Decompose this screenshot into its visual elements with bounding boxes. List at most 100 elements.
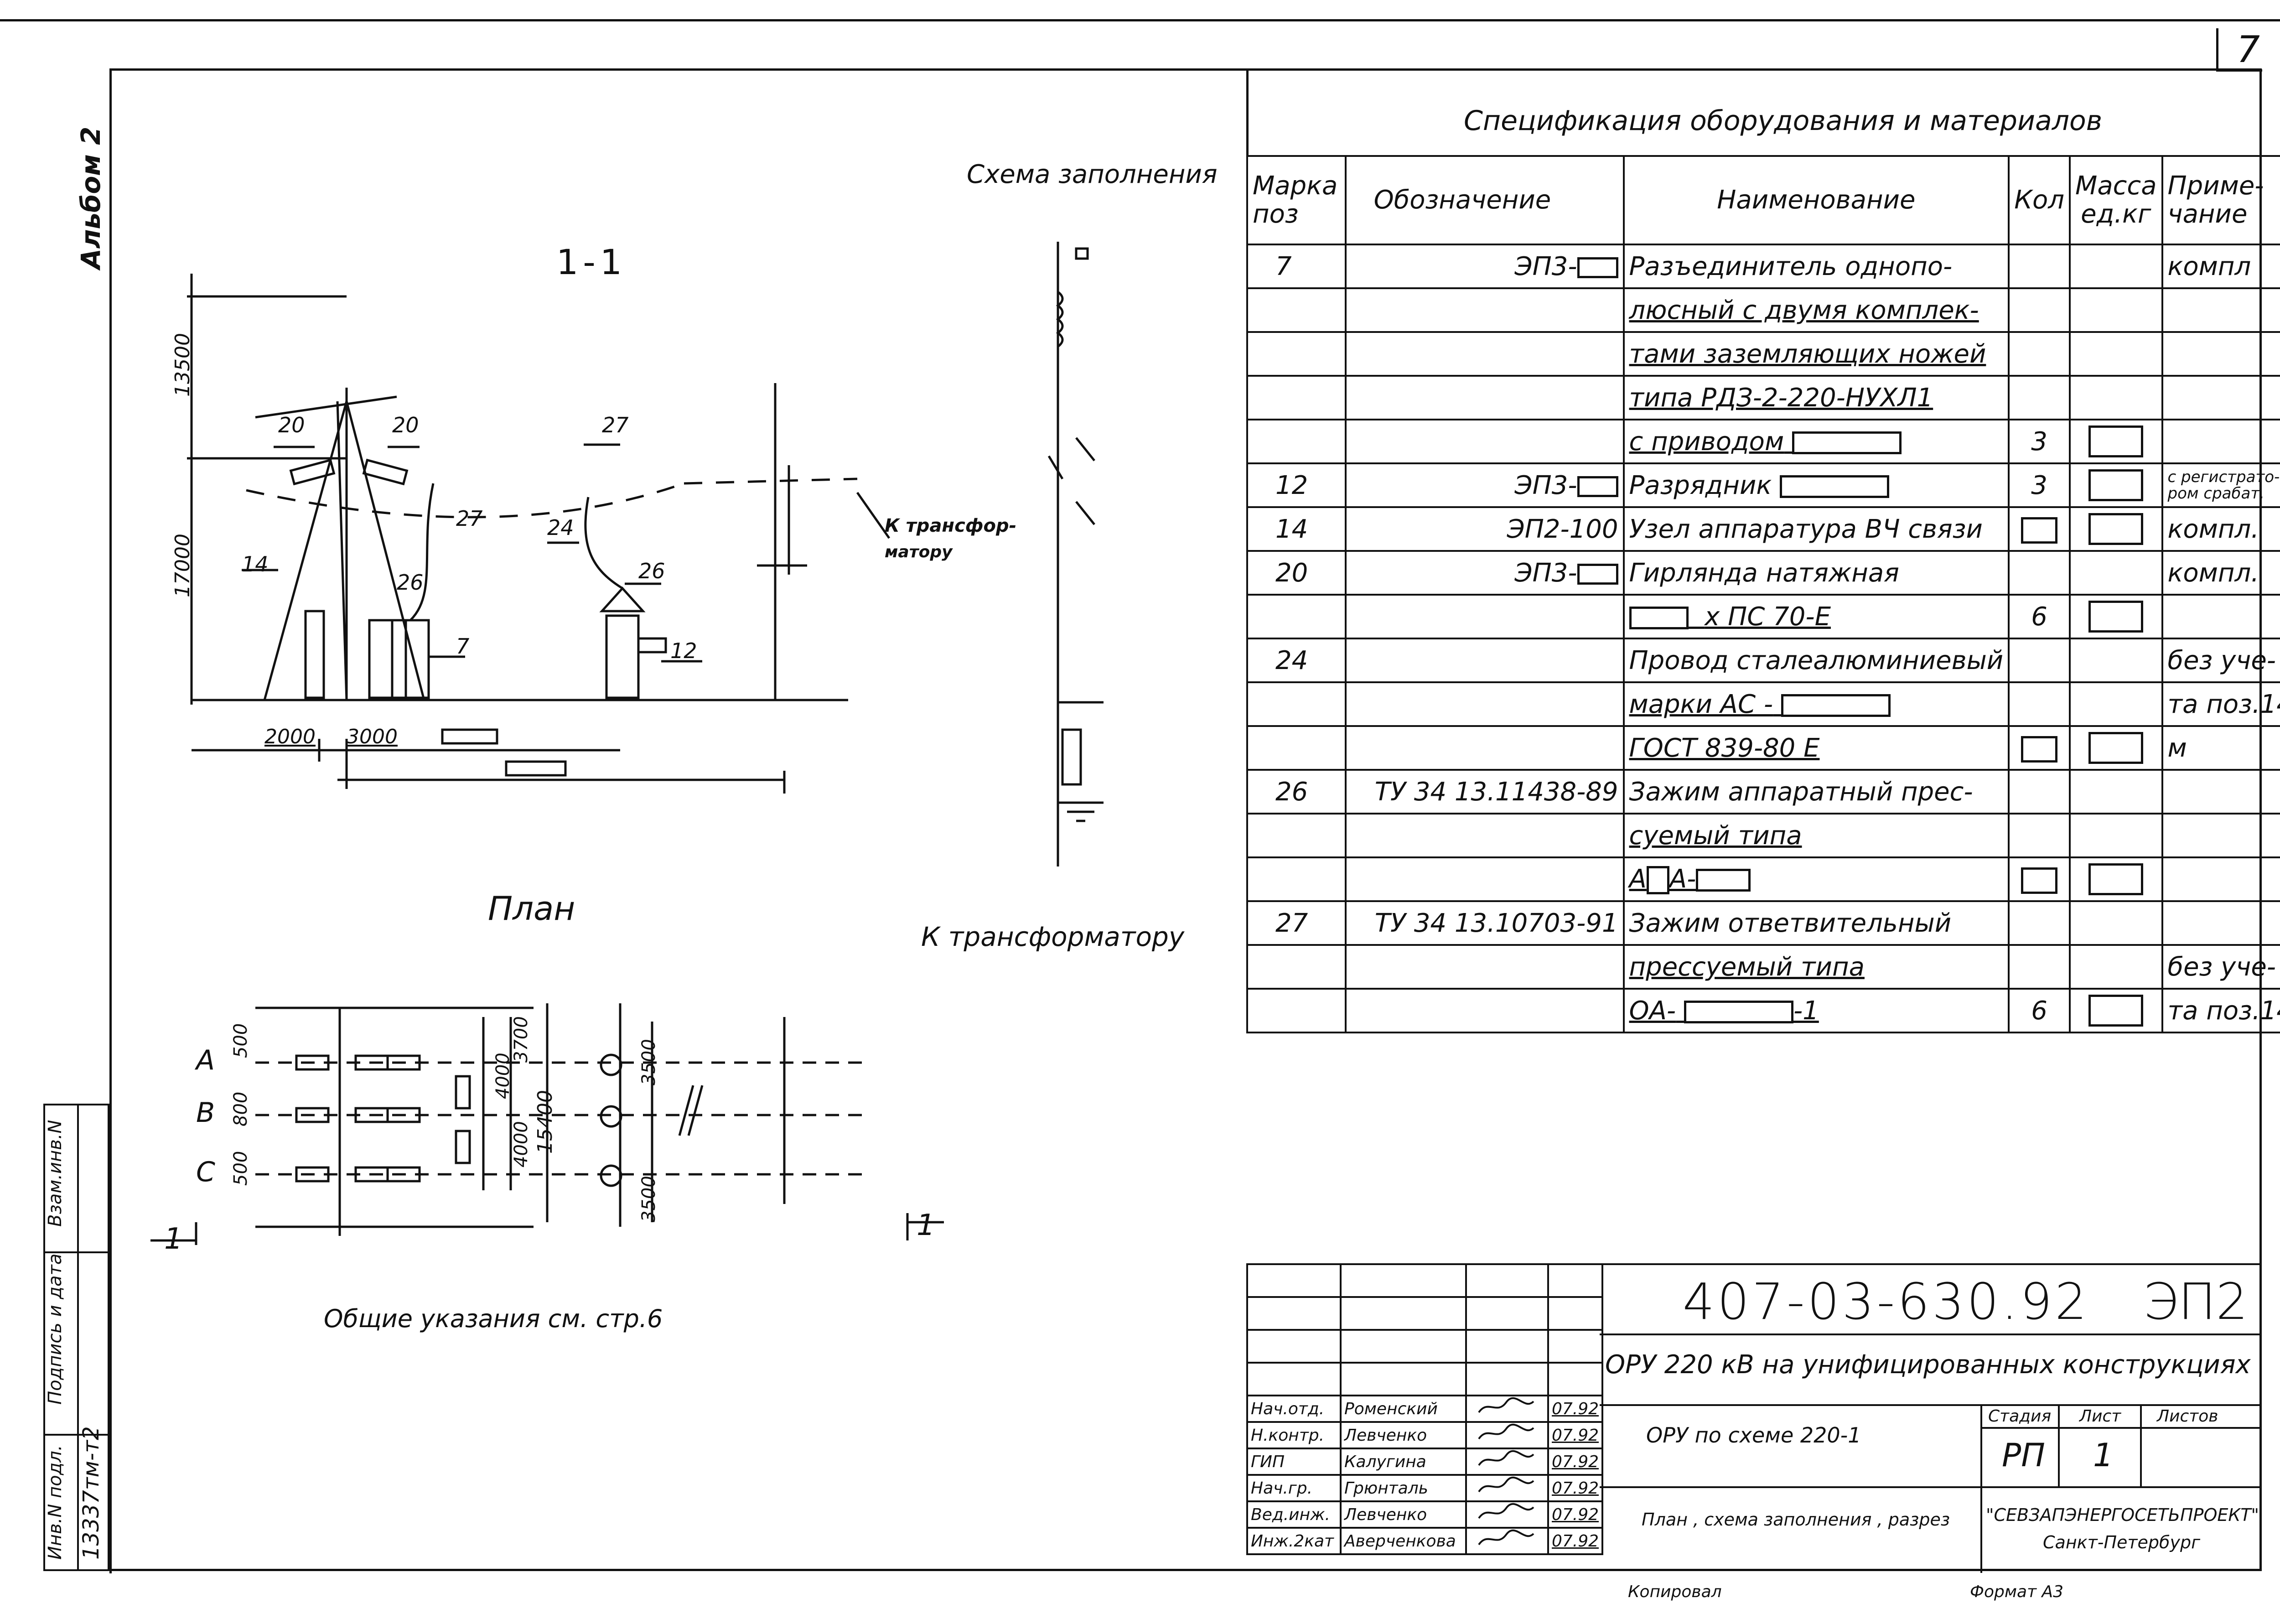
pos-26-right: 26 (638, 559, 665, 583)
spec-mass (2069, 244, 2163, 289)
spec-note (2161, 419, 2280, 464)
spec-qty (2008, 244, 2071, 289)
dim-800: 800 (230, 1091, 251, 1126)
cut-mark-left: 1 (164, 1222, 183, 1256)
staff-date: 07.92 (1547, 1421, 1604, 1449)
spec-mark (1246, 419, 1347, 464)
spec-qty (2008, 813, 2071, 858)
page-number-box (2216, 28, 2262, 72)
doc-number: 407-03-630.92 (1683, 1272, 2090, 1331)
spec-qty (2008, 856, 2071, 902)
spec-qty (2008, 375, 2071, 420)
spec-mass (2069, 856, 2163, 902)
sheet-label: Лист (2079, 1407, 2121, 1426)
spec-mass (2069, 944, 2163, 990)
spec-qty (2008, 331, 2071, 377)
tb-cell (1246, 1362, 1342, 1396)
spec-row: люсный с двумя комплек- (1246, 287, 2280, 333)
spec-frame-top (1246, 68, 1249, 155)
tb-cell (1340, 1329, 1467, 1364)
spec-designation (1344, 813, 1625, 858)
spec-note: с регистрато-ром срабат. (2161, 462, 2280, 508)
spec-designation (1344, 638, 1625, 683)
staff-signature (1465, 1474, 1549, 1502)
spec-note: без уче- (2161, 944, 2280, 990)
spec-row: марки АС - та поз.14 (1246, 681, 2280, 727)
spec-mass (2069, 725, 2163, 771)
spec-designation (1344, 725, 1625, 771)
spec-row: суемый типа (1246, 813, 2280, 858)
tb-cell (1465, 1296, 1549, 1331)
spec-designation: ЭП2-100 (1344, 506, 1625, 552)
tb-cell (1547, 1329, 1604, 1364)
spec-note (2161, 287, 2280, 333)
spec-mark (1246, 375, 1347, 420)
dim-3000: 3000 (347, 725, 398, 748)
staff-role: Н.контр. (1246, 1421, 1342, 1449)
plan-drawing (150, 1003, 944, 1245)
spec-qty (2008, 287, 2071, 333)
staff-signature (1465, 1500, 1549, 1529)
spec-name: Узел аппаратура ВЧ связи (1622, 506, 2010, 552)
inv-no-label: Инв.N подл. (45, 1445, 66, 1560)
cut-mark-right: 1 (917, 1209, 935, 1242)
drawing-title: План , схема заполнения , разрез (1642, 1510, 1950, 1530)
staff-name: Левченко (1340, 1421, 1467, 1449)
spec-designation (1344, 681, 1625, 727)
spec-name: суемый типа (1622, 813, 2010, 858)
spec-name: Провод сталеалюминиевый (1622, 638, 2010, 683)
spec-name: ОА- -1 (1622, 988, 2010, 1033)
spec-mass (2069, 331, 2163, 377)
project-title: ОРУ 220 кВ на унифицированных конструкци… (1605, 1350, 2251, 1380)
frame-left (109, 68, 112, 1573)
spec-mark (1246, 725, 1347, 771)
staff-date: 07.92 (1547, 1527, 1604, 1555)
staff-name: Роменский (1340, 1395, 1467, 1423)
spec-row: тами заземляющих ножей (1246, 331, 2280, 377)
spec-designation: ЭП3- (1344, 550, 1625, 596)
spec-note: без уче- (2161, 638, 2280, 683)
side-stamp (43, 1104, 111, 1571)
spec-mass (2069, 375, 2163, 420)
spec-note: компл. (2161, 506, 2280, 552)
pos-26-left: 26 (397, 570, 424, 595)
spec-name: Гирлянда натяжная (1622, 550, 2010, 596)
frame-bottom (109, 1569, 2262, 1571)
spec-mark (1246, 594, 1347, 639)
staff-role: Инж.2кат (1246, 1527, 1342, 1555)
spec-mass (2069, 769, 2163, 815)
staff-date: 07.92 (1547, 1500, 1604, 1529)
title-block-empty-row (1246, 1362, 1604, 1396)
spec-note: компл (2161, 244, 2280, 289)
spec-name: Зажим аппаратный прес- (1622, 769, 2010, 815)
spec-designation: ТУ 34 13.10703-91 (1344, 900, 1625, 946)
spec-note (2161, 813, 2280, 858)
spec-designation (1344, 594, 1625, 639)
spec-qty (2008, 725, 2071, 771)
spec-note: та поз.14 (2161, 988, 2280, 1033)
spec-qty (2008, 944, 2071, 990)
tb-cell (1340, 1296, 1467, 1331)
spec-mark (1246, 331, 1347, 377)
spec-mass (2069, 681, 2163, 727)
spec-designation (1344, 856, 1625, 902)
spec-qty: 3 (2008, 419, 2071, 464)
spec-mark: 27 (1246, 900, 1347, 946)
title-block-empty-row (1246, 1263, 1604, 1298)
spec-name: Разъединитель однопо- (1622, 244, 2010, 289)
sheet-title: ОРУ по схеме 220-1 (1646, 1423, 1861, 1448)
spec-mark (1246, 813, 1347, 858)
spec-designation (1344, 988, 1625, 1033)
spec-note: м (2161, 725, 2280, 771)
pos-20-right: 20 (392, 413, 419, 437)
spec-note (2161, 375, 2280, 420)
title-block-main (1600, 1263, 2262, 1573)
dim-3500-bottom: 3500 (638, 1176, 659, 1222)
spec-qty (2008, 506, 2071, 552)
